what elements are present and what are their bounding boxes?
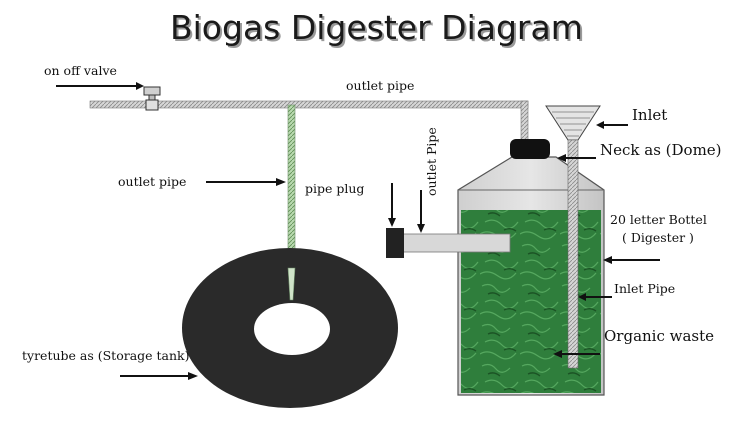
digester-bottle — [457, 139, 605, 396]
inlet-pipe — [567, 139, 579, 369]
tyretube-storage-tank — [182, 248, 398, 408]
label-neck-dome: Neck as (Dome) — [600, 141, 722, 159]
arrows — [56, 82, 660, 380]
side-outlet-pipe — [386, 228, 511, 258]
label-inlet-pipe: Inlet Pipe — [614, 281, 675, 296]
label-inlet: Inlet — [632, 106, 667, 124]
vertical-outlet-pipe — [287, 104, 296, 271]
label-organic-waste: Organic waste — [604, 327, 714, 345]
label-outlet-pipe-left: outlet pipe — [118, 174, 186, 189]
inlet-funnel — [545, 105, 601, 141]
label-outlet-pipe-top: outlet pipe — [346, 78, 414, 93]
label-bottle-line1: 20 letter Bottel — [610, 212, 707, 227]
label-pipe-plug: pipe plug — [305, 181, 364, 196]
label-outlet-pipe-vertical: outlet Pipe — [424, 127, 439, 196]
on-off-valve — [143, 86, 161, 111]
label-tyretube: tyretube as (Storage tank) — [22, 348, 190, 363]
bottle-cap — [510, 139, 550, 159]
cap-connector-pipe — [520, 100, 529, 142]
label-bottle-line2: ( Digester ) — [622, 230, 694, 245]
label-on-off-valve: on off valve — [44, 63, 117, 78]
pipe-plug — [386, 228, 404, 258]
title-shadow: Biogas Digester Diagram — [172, 10, 585, 49]
page-title: Biogas Digester Diagram — [170, 8, 583, 47]
